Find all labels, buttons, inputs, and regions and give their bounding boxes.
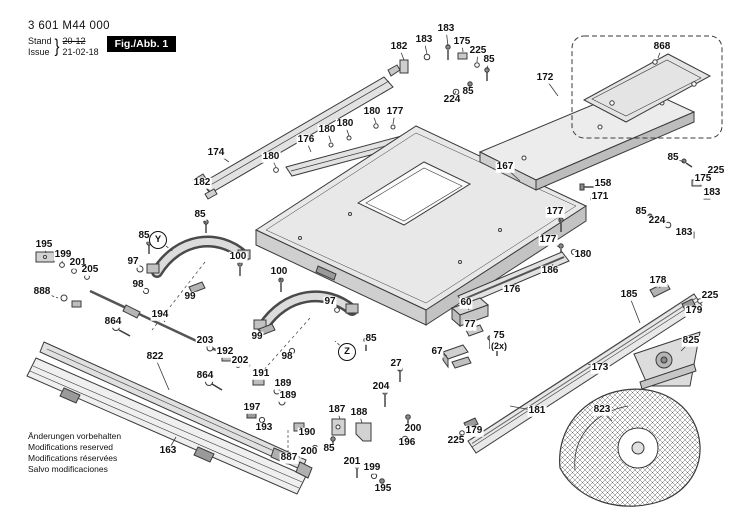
footer-note: Modifications réservées — [28, 453, 118, 464]
handles-drawing — [136, 235, 369, 355]
title-block: 3 601 M44 000 Stand } 20-12 Issue 21-02-… — [28, 20, 177, 58]
fasteners-right-drawing — [647, 158, 711, 239]
accessory-panel-868-drawing — [571, 35, 723, 139]
issue-value: 21-02-18 — [62, 46, 99, 57]
fence-fasteners-drawing — [205, 344, 305, 452]
figure-label: Fig./Abb. 1 — [106, 36, 177, 52]
fasteners-top-drawing — [423, 44, 490, 96]
footer-note: Änderungen vorbehalten — [28, 431, 122, 441]
lower-bracket-drawing — [311, 389, 411, 493]
footer-note: Modifications reserved — [28, 442, 114, 453]
assembly-axes — [151, 261, 311, 373]
brace-glyph: } — [54, 36, 60, 58]
issue-label: Issue — [28, 46, 50, 57]
stand-label: Stand — [28, 36, 52, 46]
fasteners-158-171-drawing — [579, 183, 596, 202]
fence-rails-drawing — [26, 289, 313, 495]
footer-note: Salvo modificaciones — [28, 464, 108, 475]
left-plate-drawing — [35, 251, 90, 308]
part-number: 3 601 M44 000 — [28, 20, 110, 32]
blade-guard-drawing — [559, 388, 701, 507]
issue-block: Stand } 20-12 Issue 21-02-18 — [28, 36, 99, 58]
stand-value: 20-12 — [62, 36, 86, 46]
